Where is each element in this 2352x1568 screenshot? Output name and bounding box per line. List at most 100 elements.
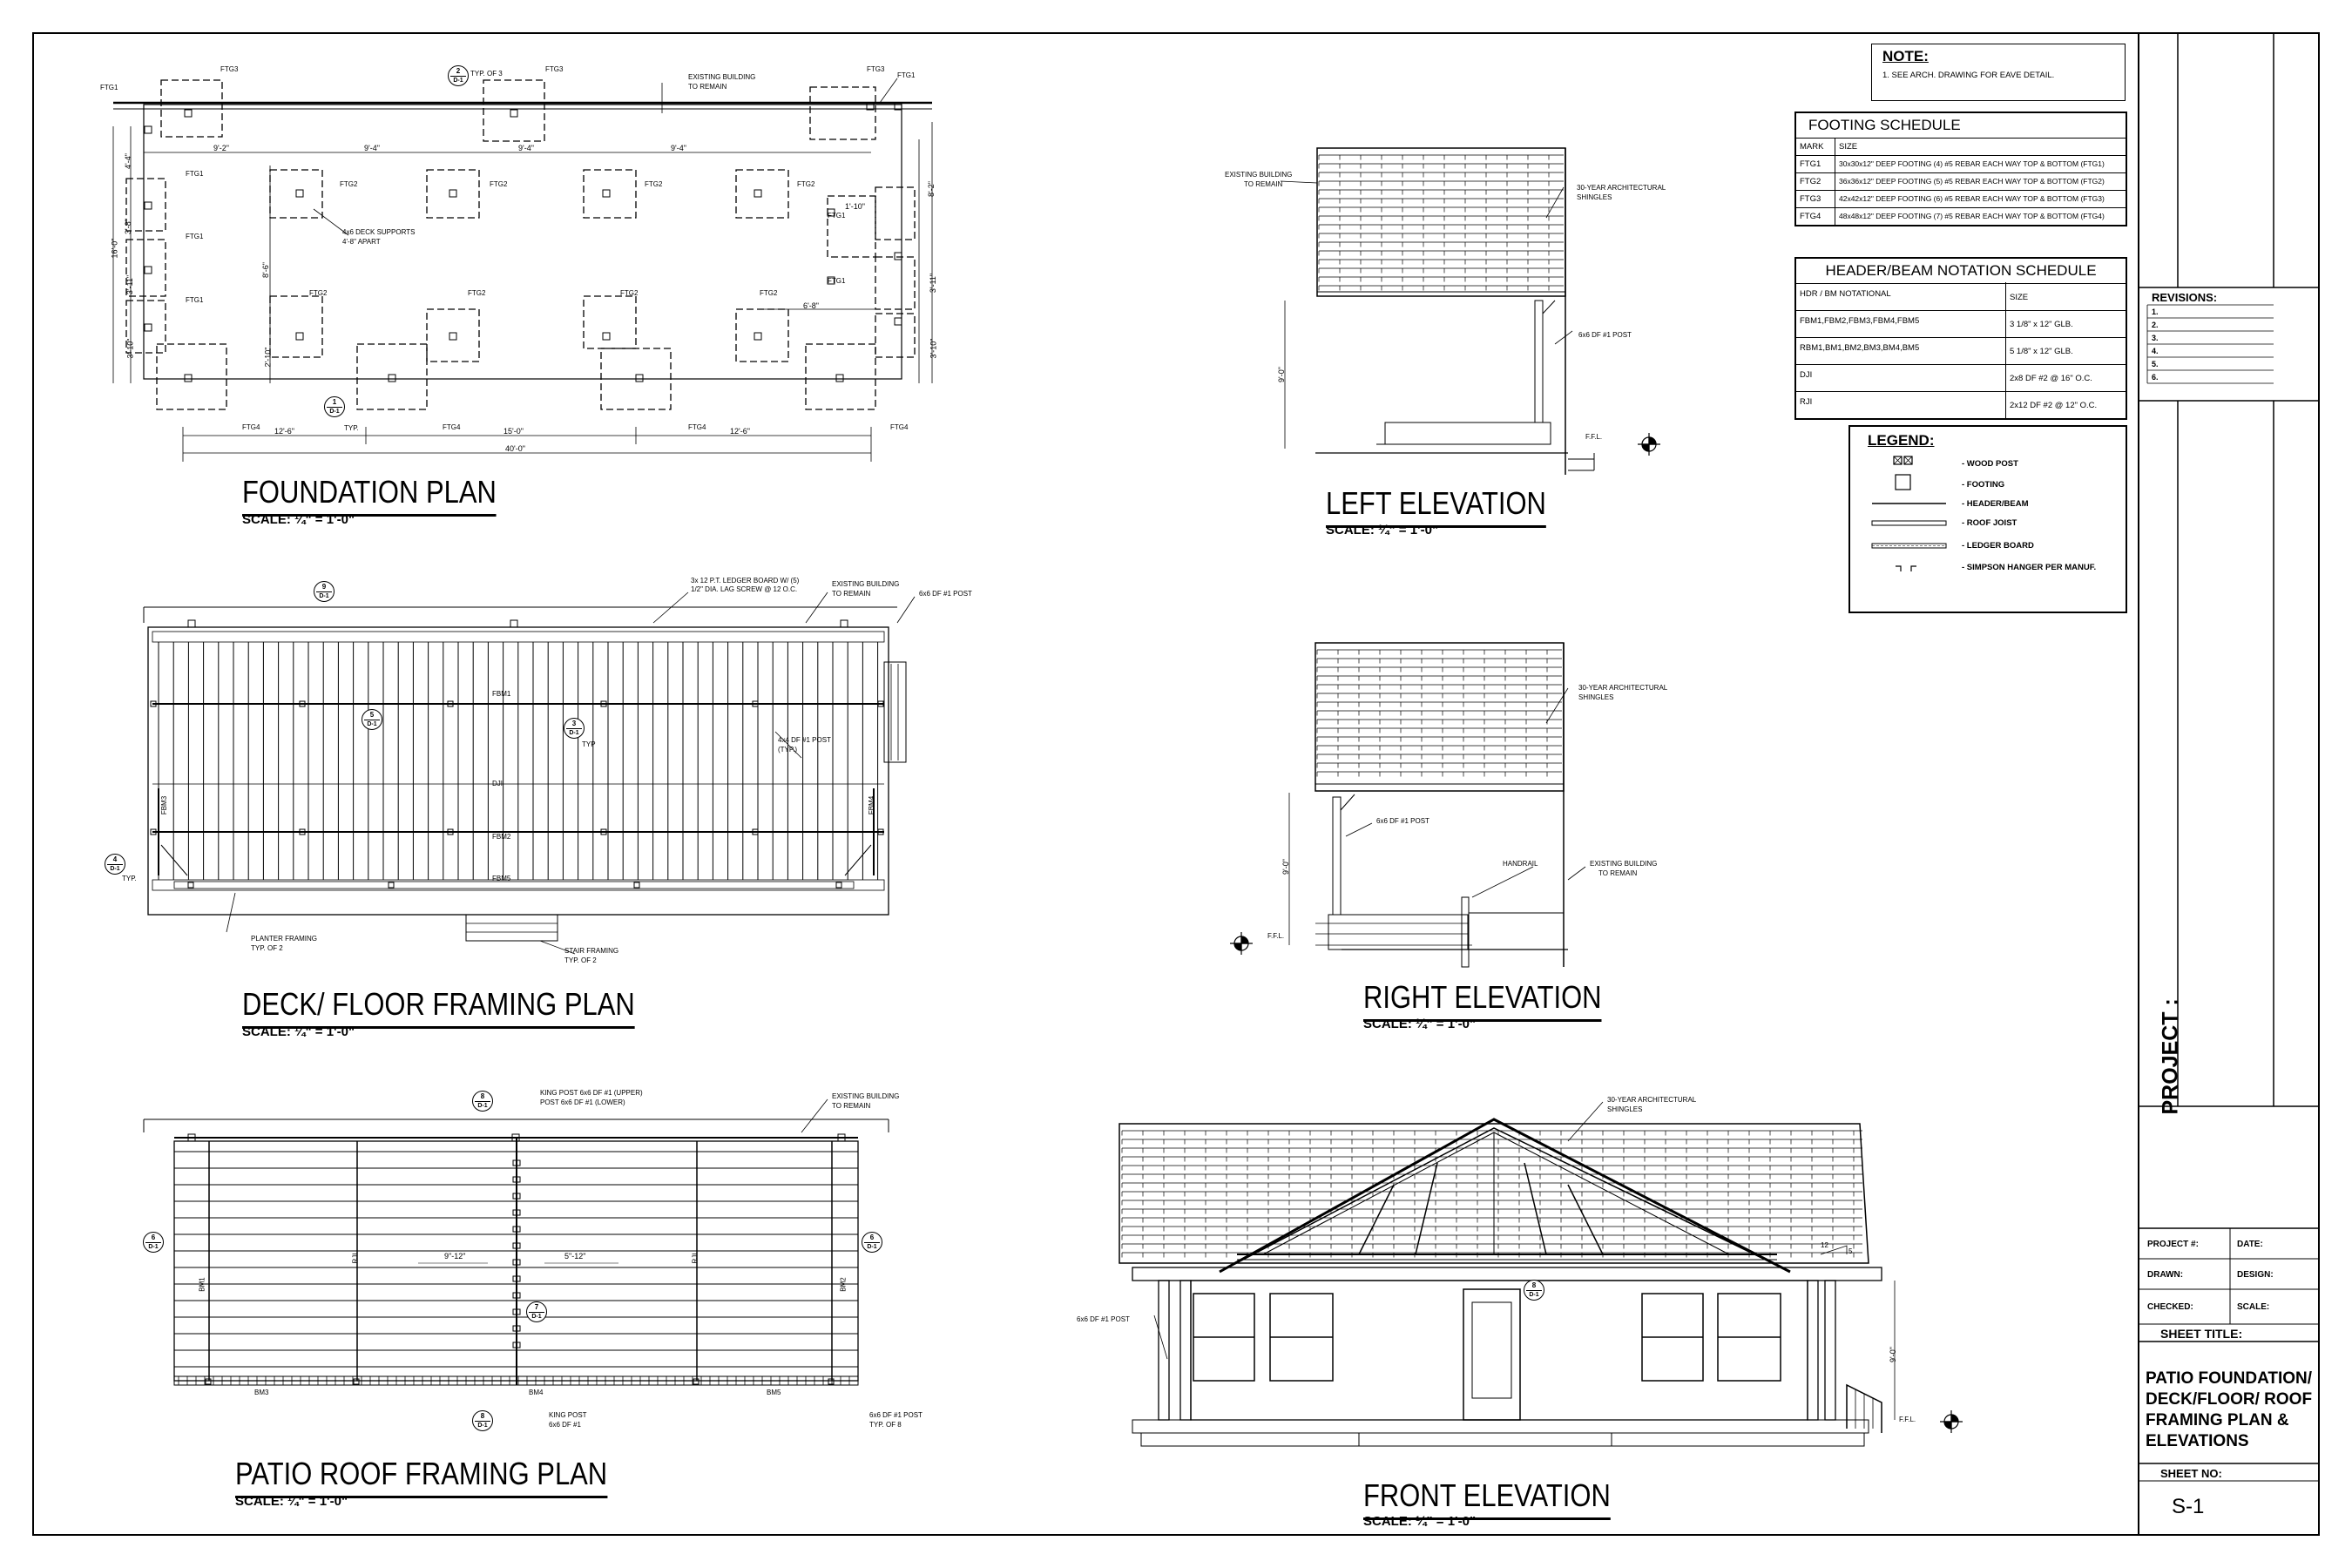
section-marker-number: 4	[107, 855, 123, 865]
legend-item: - SIMPSON HANGER PER MANUF.	[1962, 563, 2097, 572]
sheet-number: S-1	[2172, 1495, 2205, 1518]
dimension-label: 3'-8"	[123, 219, 132, 234]
post-label: 6x6 DF #1 POST	[1578, 331, 1632, 339]
table-cell: FBM1,FBM2,FBM3,FBM4,FBM5	[1796, 309, 2006, 339]
dimension-label: 9'-2"	[213, 144, 229, 152]
header-cell: SIZE	[2010, 292, 2029, 302]
pitch-label: 5	[1848, 1247, 1853, 1255]
dimension-label: 12'-6"	[730, 427, 750, 436]
dimension-label: 9'-0"	[1276, 367, 1286, 382]
section-marker-sheet: D-1	[453, 78, 463, 84]
dimension-label: 9'-0"	[1281, 859, 1290, 875]
section-marker-number: 5	[364, 710, 380, 720]
table-cell: RJI	[1796, 390, 2006, 420]
typ-of-3-label: TYP. OF 3	[470, 70, 503, 78]
section-marker-sheet: D-1	[110, 866, 120, 872]
planter-typ-label: TYP. OF 2	[251, 944, 283, 952]
pitch-label: 12	[1821, 1241, 1828, 1249]
footing-schedule-title: FOOTING SCHEDULE	[1796, 113, 2126, 139]
header-beam-schedule-header: HDR / BM NOTATIONAL SIZE	[1796, 282, 2126, 312]
dimension-label: 40'-0"	[505, 444, 525, 453]
ftg-label: FTG4	[242, 423, 260, 431]
right-elevation	[1288, 642, 1568, 968]
ftg-label: FTG2	[760, 289, 778, 297]
table-cell: RBM1,BM1,BM2,BM3,BM4,BM5	[1796, 336, 2006, 366]
table-row: FTG2 36x36x12" DEEP FOOTING (5) #5 REBAR…	[1796, 173, 2126, 191]
dimension-label: 9'-4"	[518, 144, 534, 152]
dimension-label: 3'-10"	[929, 338, 938, 359]
section-marker-sheet: D-1	[319, 593, 329, 599]
table-cell: 42x42x12" DEEP FOOTING (6) #5 REBAR EACH…	[1839, 194, 2105, 203]
section-marker-sheet: D-1	[367, 721, 377, 727]
section-marker-number: 7	[529, 1302, 544, 1313]
foundation-plan-scale: SCALE: ¼" = 1'-0"	[242, 512, 355, 527]
project-number-label: PROJECT #:	[2147, 1240, 2199, 1249]
beam-label: BM1	[198, 1277, 206, 1292]
ftg-label: FTG1	[100, 84, 118, 91]
header-cell: HDR / BM NOTATIONAL	[1796, 282, 2006, 312]
roof-plan-title: PATIO ROOF FRAMING PLAN	[235, 1456, 608, 1498]
ftg-label: FTG3	[220, 65, 239, 73]
handrail-label: HANDRAIL	[1503, 860, 1538, 868]
sheet-title-line: ELEVATIONS	[2146, 1432, 2249, 1450]
dimension-label: 5"-12"	[564, 1252, 586, 1260]
table-cell: 5 1/8" x 12" GLB.	[2010, 346, 2073, 356]
patio-roof-framing-plan	[143, 1119, 889, 1386]
existing-building-label: EXISTING BUILDING	[832, 1092, 900, 1100]
shingles-label: SHINGLES	[1578, 693, 1614, 701]
header-beam-schedule: HEADER/BEAM NOTATION SCHEDULE HDR / BM N…	[1794, 257, 2127, 420]
legend-item: - HEADER/BEAM	[1962, 499, 2029, 509]
joist-label: RJI	[351, 1253, 360, 1264]
left-elevation-scale: SCALE: ¼" = 1'-0"	[1326, 523, 1439, 537]
table-row: DJI 2x8 DF #2 @ 16" O.C.	[1796, 363, 2126, 393]
shingles-label: 30-YEAR ARCHITECTURAL	[1577, 184, 1666, 192]
shingles-label: 30-YEAR ARCHITECTURAL	[1607, 1096, 1697, 1104]
front-elevation	[1119, 1118, 1896, 1447]
header-beam-schedule-title: HEADER/BEAM NOTATION SCHEDULE	[1796, 259, 2126, 284]
sheet-number-label: SHEET NO:	[2160, 1467, 2222, 1480]
section-marker-sheet: D-1	[569, 730, 579, 736]
revision-item: 4.	[2152, 347, 2159, 355]
revision-item: 3.	[2152, 334, 2159, 342]
ftg-label: FTG1	[186, 170, 204, 178]
section-marker-sheet: D-1	[867, 1244, 877, 1250]
ftg-label: FTG1	[186, 296, 204, 304]
table-row: FTG3 42x42x12" DEEP FOOTING (6) #5 REBAR…	[1796, 191, 2126, 208]
beam-label: FBM3	[160, 795, 169, 815]
ftg-label: FTG3	[867, 65, 885, 73]
beam-label: BM2	[839, 1277, 848, 1292]
revision-item: 6.	[2152, 373, 2159, 382]
ftg-label: FTG1	[828, 277, 846, 285]
existing-building-label: EXISTING BUILDING	[1590, 860, 1658, 868]
to-remain-label: TO REMAIN	[1244, 180, 1283, 188]
table-cell: 36x36x12" DEEP FOOTING (5) #5 REBAR EACH…	[1839, 177, 2105, 186]
beam-label: FBM4	[868, 795, 876, 815]
post-label: 6x6 DF #1 POST	[1376, 817, 1429, 825]
dimension-label: 3'-10"	[125, 338, 135, 359]
sheet-title-label: SHEET TITLE:	[2160, 1327, 2243, 1341]
dimension-label: 9'-4"	[364, 144, 380, 152]
table-row: FTG1 30x30x12" DEEP FOOTING (4) #5 REBAR…	[1796, 156, 2126, 173]
dimension-label: 2'-10"	[263, 347, 273, 368]
table-cell: 48x48x12" DEEP FOOTING (7) #5 REBAR EACH…	[1839, 212, 2105, 220]
note-text: 1. SEE ARCH. DRAWING FOR EAVE DETAIL.	[1882, 71, 2055, 80]
ftg-label: FTG1	[828, 212, 846, 220]
dimension-label: 1'-10"	[845, 202, 865, 211]
footing-schedule-header: MARK SIZE	[1796, 139, 2126, 156]
dimension-label: 15'-0"	[504, 427, 524, 436]
table-cell: 2x12 DF #2 @ 12" O.C.	[2010, 400, 2098, 410]
ftg-label: FTG4	[890, 423, 909, 431]
dimension-label: 8'-2"	[926, 181, 936, 197]
ftg-label: FTG2	[340, 180, 358, 188]
deck-plan-title: DECK/ FLOOR FRAMING PLAN	[242, 986, 635, 1029]
sheet-border	[32, 32, 2320, 1536]
ffl-symbol	[1230, 433, 1963, 1433]
section-marker-sheet: D-1	[477, 1103, 488, 1109]
post-label: 4x4 DF #1 POST	[778, 736, 831, 744]
